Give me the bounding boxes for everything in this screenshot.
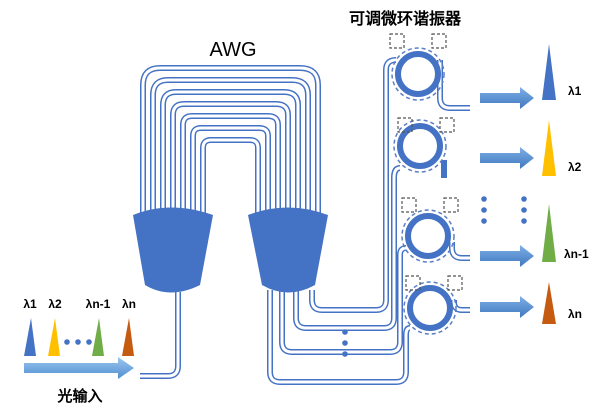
input-label: 光输入 [56, 387, 102, 405]
input-waveguide [140, 292, 181, 379]
awg-left-coupler [133, 207, 213, 293]
input-label-4: λn [122, 297, 136, 311]
output-peak-2 [542, 120, 556, 176]
ellipsis-dots [64, 196, 527, 357]
awg-output-waveguides [267, 57, 411, 385]
resonator-label: 可调微环谐振器 [349, 9, 462, 28]
microring-2 [393, 117, 455, 173]
input-label-2: λ2 [48, 297, 62, 311]
awg-right-coupler [248, 207, 328, 293]
output-label-1: λ1 [568, 84, 582, 98]
awg-waveguide-array [140, 65, 321, 215]
output-peak-1 [542, 44, 556, 100]
output-arrow-2 [480, 147, 534, 169]
output-label-4: λn [568, 307, 582, 321]
output-peak-4 [542, 282, 556, 324]
input-peak-1 [24, 318, 36, 356]
output-arrows [480, 87, 534, 318]
output-spectrum [542, 44, 556, 324]
output-label-3: λn-1 [564, 247, 589, 261]
input-arrow [24, 357, 134, 379]
input-peak-2 [48, 318, 60, 356]
microring-4 [403, 275, 463, 335]
awg-label: AWG [209, 39, 256, 61]
ring-drop-waveguides [437, 60, 470, 313]
microring-3 [401, 197, 459, 263]
output-label-2: λ2 [568, 160, 582, 174]
output-arrow-3 [480, 245, 534, 267]
microring-1 [389, 33, 447, 101]
output-arrow-4 [480, 296, 534, 318]
input-peak-3 [92, 318, 104, 356]
output-spectrum-labels: λ1 λ2 λn-1 λn [564, 84, 589, 321]
input-spectrum [24, 318, 134, 356]
input-spectrum-labels: λ1 λ2 λn-1 λn [23, 297, 136, 311]
input-label-3: λn-1 [86, 297, 111, 311]
output-peak-3 [542, 204, 556, 262]
output-arrow-1 [480, 87, 534, 109]
input-label-1: λ1 [23, 297, 37, 311]
input-peak-4 [122, 318, 134, 356]
